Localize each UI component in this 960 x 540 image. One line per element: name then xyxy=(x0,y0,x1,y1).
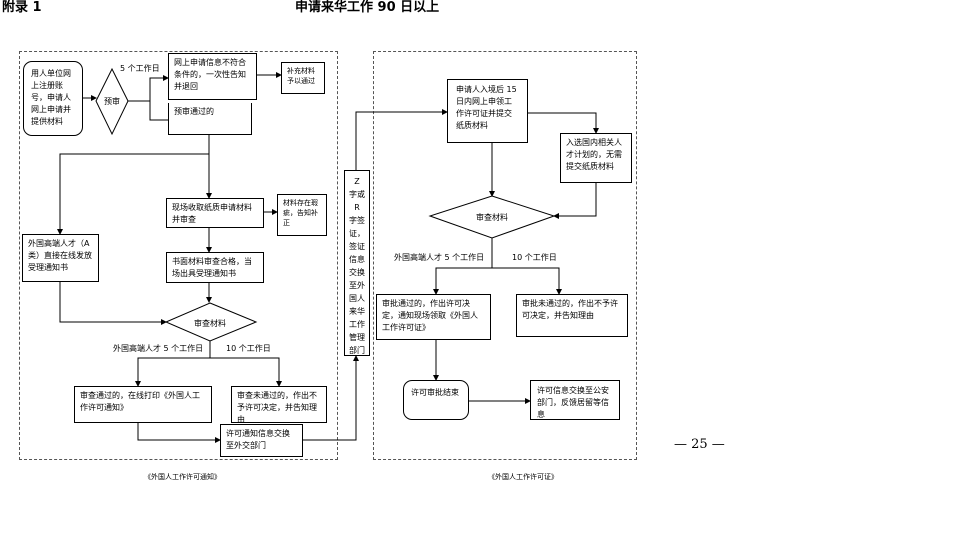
precheck-diamond xyxy=(95,67,129,136)
right-rejected-box: 审批未通过的，作出不予许可决定，并告知理由 xyxy=(516,294,628,337)
left-high-5-label: 外国高端人才 5 个工作日 xyxy=(113,344,204,353)
right-caption: 《外国人工作许可证》 xyxy=(488,473,558,481)
police-exchange-box: 许可信息交换至公安部门，反馈居留等信息 xyxy=(530,380,620,420)
online-fail-box: 网上申请信息不符合条件的，一次性告知并退回 xyxy=(168,53,257,100)
left-days-10-label: 10 个工作日 xyxy=(226,344,271,353)
material-missing-box: 材料存在瑕疵，告知补正 xyxy=(277,194,327,236)
approval-end-box: 许可审批结束 xyxy=(403,380,469,420)
collect-paper-box: 现场收取纸质申请材料并审查 xyxy=(166,198,264,228)
employer-register-box: 用人单位网上注册账号，申请人网上申请并提供材料 xyxy=(23,61,83,136)
right-high-5-label: 外国高端人才 5 个工作日 xyxy=(394,253,485,262)
page-title: 申请来华工作 90 日以上 xyxy=(295,0,440,15)
right-days-10-label: 10 个工作日 xyxy=(512,253,557,262)
right-dashed-frame xyxy=(373,51,637,460)
appendix-label: 附录 1 xyxy=(2,0,42,15)
left-dashed-frame xyxy=(19,51,338,460)
days-5-label: 5 个工作日 xyxy=(120,64,160,73)
precheck-label: 预审 xyxy=(104,97,120,106)
info-exchange-box: 许可通知信息交换至外交部门 xyxy=(220,424,303,457)
z-visa-box: Z 字或 R 字签证，签证信息交换至外国人来华工作管理部门 xyxy=(344,170,370,356)
left-rejected-box: 审查未通过的，作出不予许可决定，并告知理由 xyxy=(231,386,327,424)
left-caption: 《外国人工作许可通知》 xyxy=(144,473,221,481)
talent-plan-box: 入选国内相关人才计划的，无需提交纸质材料 xyxy=(560,133,632,183)
right-review-label: 审查材料 xyxy=(476,213,508,222)
class-a-box: 外国高端人才（A 类）直接在线发放受理通知书 xyxy=(22,234,99,282)
paper-ok-box: 书面材料审查合格，当场出具受理通知书 xyxy=(166,252,264,283)
right-approved-box: 审批通过的，作出许可决定，通知现场领取《外国人工作许可证》 xyxy=(376,294,491,340)
apply-entry-box: 申请人入境后 15 日内网上申领工作许可证并提交纸质材料 xyxy=(447,79,528,143)
left-review-label: 审查材料 xyxy=(194,319,226,328)
precheck-pass-box: 预审通过的 xyxy=(168,103,252,135)
not-accepted-box: 补充材料予以通过 xyxy=(281,62,325,94)
left-approved-box: 审查通过的，在线打印《外国人工作许可通知》 xyxy=(74,386,212,423)
page-number: — 25 — xyxy=(674,437,725,452)
